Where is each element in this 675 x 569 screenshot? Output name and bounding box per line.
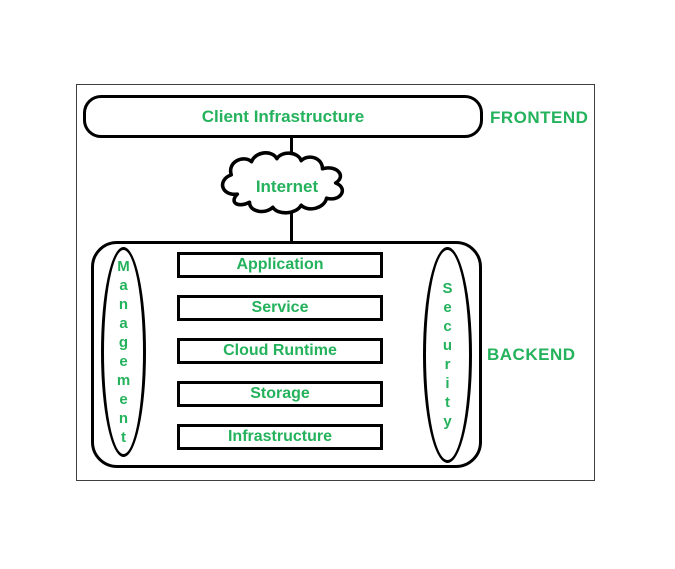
layer-box-application: Application [177, 252, 383, 278]
layer-box-storage: Storage [177, 381, 383, 407]
layer-label-infrastructure: Infrastructure [227, 428, 333, 445]
layer-box-cloud-runtime: Cloud Runtime [177, 338, 383, 364]
layer-label-service: Service [251, 299, 309, 316]
layer-box-infrastructure: Infrastructure [177, 424, 383, 450]
client-infrastructure-node: Client Infrastructure [83, 95, 483, 138]
client-infrastructure-label: Client Infrastructure [201, 106, 365, 126]
layer-label-cloud-runtime: Cloud Runtime [223, 342, 337, 359]
diagram-frame [76, 84, 595, 481]
internet-cloud-shape [220, 151, 345, 215]
internet-label: Internet [255, 177, 319, 196]
layer-box-service: Service [177, 295, 383, 321]
backend-section-label: BACKEND [487, 345, 576, 364]
layer-label-storage: Storage [250, 385, 310, 402]
frontend-section-label: FRONTEND [490, 108, 589, 127]
layer-label-application: Application [236, 256, 324, 273]
